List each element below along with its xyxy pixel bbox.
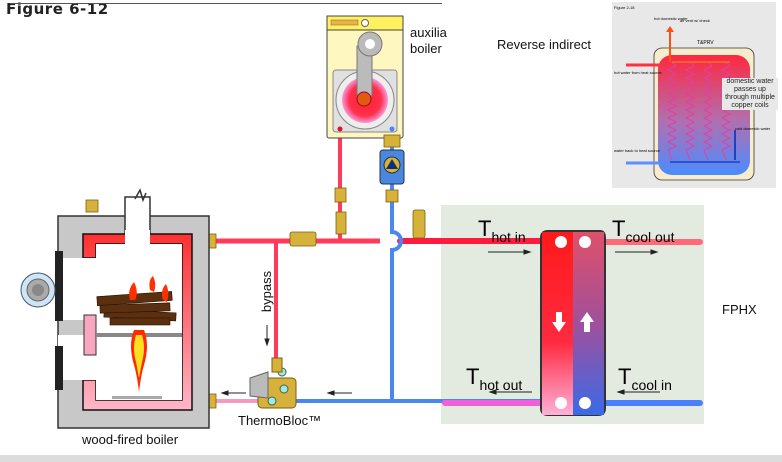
top-rule [10, 3, 442, 4]
reverse-indirect-label: Reverse indirect [497, 37, 591, 52]
circulator-pump [379, 149, 405, 185]
t-hot-out-label: Thot out [466, 364, 522, 393]
bottom-band [0, 455, 782, 462]
wood-boiler-label: wood-fired boiler [82, 432, 179, 447]
svg-text:cold domestic water: cold domestic water [735, 126, 771, 131]
auxiliary-boiler [326, 15, 404, 139]
svg-text:water back to heat source: water back to heat source [614, 148, 661, 153]
bypass-label: bypass [259, 270, 275, 313]
aux-boiler-label-line2: boiler [410, 41, 442, 56]
valves [85, 134, 426, 409]
fphx-label: FPHX [722, 302, 757, 317]
t-hot-in-label: Thot in [478, 216, 526, 245]
svg-text:T&PRV: T&PRV [697, 40, 714, 46]
plate-heat-exchanger [540, 230, 606, 416]
wood-fired-boiler [20, 188, 210, 429]
t-cool-in-label: Tcool in [618, 364, 672, 393]
svg-text:hot water from heat source: hot water from heat source [614, 70, 662, 75]
svg-text:Figure 2-18: Figure 2-18 [614, 5, 635, 10]
svg-text:hot domestic water: hot domestic water [654, 16, 688, 21]
thermobloc-valve [249, 357, 297, 409]
up-arrow-icon [580, 312, 594, 332]
aux-boiler-label-line1: auxilia [410, 25, 447, 40]
relief-valve [85, 199, 99, 213]
air-separator [412, 209, 426, 239]
t-cool-out-label: Tcool out [612, 216, 675, 245]
thermobloc-label: ThermoBloc™ [238, 413, 322, 428]
figure-label: Figure 6-12 [6, 0, 109, 18]
down-arrow-icon [552, 312, 566, 332]
check-valve [289, 231, 317, 247]
flow-arrows [220, 249, 660, 396]
svg-text:air vent w/ check: air vent w/ check [680, 18, 710, 23]
inset-domestic-coils-label: domestic water passes up through multipl… [722, 78, 778, 110]
